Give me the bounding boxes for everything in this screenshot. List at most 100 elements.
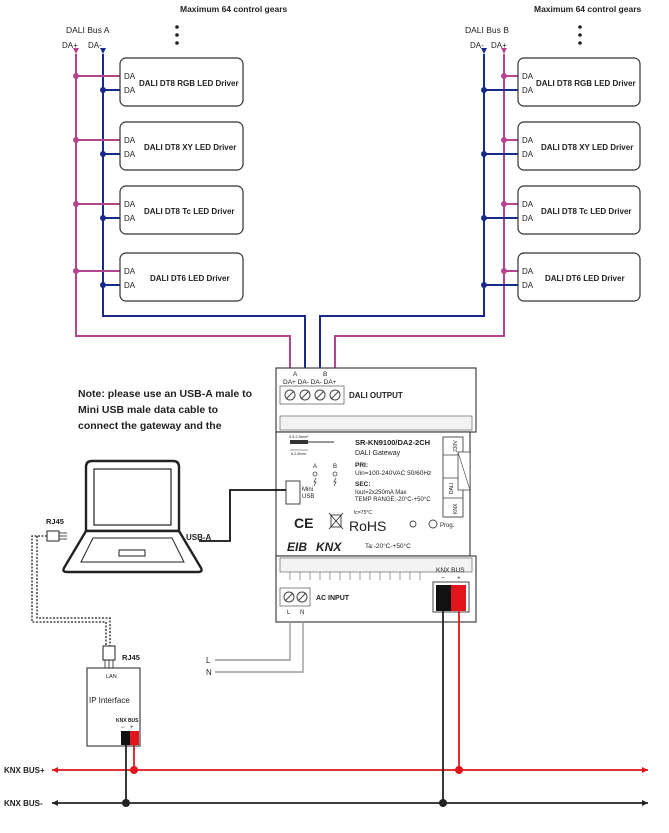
led-b-label: B [333, 464, 337, 470]
bus-b-driver-2: DA DA DALI DT8 XY LED Driver [481, 121, 641, 171]
prog-label: Prog. [440, 523, 455, 529]
note-line: Note: please use an USB-A male to [78, 388, 252, 400]
ce-mark: CE [294, 515, 313, 531]
knx-bus-minus-label: KNX BUS- [4, 799, 43, 808]
internal-circuit-icon [442, 436, 471, 518]
driver-terminal-label: DA [522, 214, 534, 223]
driver-terminal-label: DA [124, 214, 136, 223]
gateway-subtitle: DALI Gateway [355, 450, 401, 457]
gateway-uin: Uin=100-240VAC 50/60Hz [355, 470, 431, 477]
driver-terminal-label: DA [124, 86, 136, 95]
lan-label: LAN [106, 674, 117, 680]
bus-a-plus-wire [75, 54, 291, 370]
mains-n-label: N [206, 668, 212, 677]
ellipsis-icon [578, 25, 582, 45]
strip-length: 6.2-8mm [291, 452, 306, 456]
ip-knx-bus-label: KNX BUS [116, 718, 139, 724]
knx-bus-plus-label: KNX BUS+ [4, 766, 45, 775]
driver-terminal-label: DA [124, 72, 136, 81]
lightning-icon [313, 477, 317, 487]
junction-dot [122, 799, 130, 807]
junction-dot [130, 766, 138, 774]
strip-spec: 0.5-2.5mm² [289, 435, 309, 439]
bus-a-driver-2: DA DA DALI DT8 XY LED Driver [73, 121, 244, 171]
knx-logo: KNX [316, 540, 342, 554]
bus-b-plus-label: DA+ [491, 41, 507, 50]
knx-minus-label: − [441, 575, 445, 582]
strip-length-icon [290, 440, 334, 451]
knx-bus-lines [52, 611, 648, 807]
ip-minus-label: − [121, 725, 125, 731]
lightning-icon [333, 477, 337, 487]
led-a-label: A [313, 464, 317, 470]
driver-terminal-label: DA [522, 86, 534, 95]
gateway-pri: PRI: [355, 462, 368, 469]
bus-a: Maximum 64 control gears DALI Bus A DA+ … [62, 4, 306, 370]
gateway-sec: SEC: [355, 481, 371, 488]
ip-interface: LAN IP Interface KNX BUS − + [86, 667, 141, 747]
bus-a-minus-label: DA- [88, 41, 102, 50]
side-label-knx: KNX [453, 503, 459, 514]
led-a-icon [312, 471, 318, 477]
dali-terminal-labels: DA+ DA- DA- DA+ [283, 379, 337, 386]
dali-gateway: A B DA+ DA- DA- DA+ DALI OUTPUT SR-KN910… [275, 367, 477, 623]
driver-name: DALI DT8 XY LED Driver [144, 143, 236, 152]
led-b-icon [332, 471, 338, 477]
rj45-top-label: RJ45 [46, 517, 64, 526]
bus-a-max-label: Maximum 64 control gears [180, 4, 288, 14]
terminal-b-label: B [323, 371, 327, 378]
bus-b-plus-arrow-icon [501, 48, 507, 54]
bus-a-title: DALI Bus A [66, 25, 110, 35]
driver-terminal-label: DA [522, 72, 534, 81]
mini-usb-label: Mini [302, 487, 313, 493]
mains-wiring: L N [206, 621, 304, 677]
bus-b-driver-3: DA DA DALI DT8 Tc LED Driver [481, 185, 641, 235]
knx-bus-label: KNX BUS [436, 567, 465, 574]
gateway-model: SR-KN9100/DA2-2CH [355, 438, 430, 447]
driver-terminal-label: DA [522, 200, 534, 209]
bus-a-driver-1: DA DA DALI DT8 RGB LED Driver [73, 57, 244, 107]
side-label-230v: 230V [453, 440, 459, 452]
tc-label: tc=75°C [354, 510, 372, 516]
junction-dot [455, 766, 463, 774]
ip-plus-label: + [130, 725, 134, 731]
driver-name: DALI DT8 Tc LED Driver [144, 207, 235, 216]
driver-terminal-label: DA [522, 267, 534, 276]
side-label-dali: DALI [449, 483, 455, 494]
laptop-icon [62, 459, 203, 574]
driver-terminal-label: DA [124, 150, 136, 159]
prog-button[interactable] [428, 519, 438, 529]
mains-l-label: L [206, 656, 211, 665]
ip-interface-title: IP Interface [89, 696, 130, 705]
bus-a-minus-wire [102, 54, 306, 370]
bus-a-plus-arrow-icon [73, 48, 79, 54]
usb-a-label: USB-A [186, 533, 212, 542]
knx-plus-label: + [457, 575, 461, 582]
ethernet-cable [36, 536, 111, 646]
status-led-icon [409, 520, 417, 528]
mini-usb-port[interactable] [285, 480, 301, 505]
knx-connector-red [451, 585, 466, 611]
weee-bin-icon [328, 512, 344, 530]
rohs-mark: RoHS [349, 518, 386, 534]
bus-b-driver-1: DA DA DALI DT8 RGB LED Driver [481, 57, 641, 107]
driver-name: DALI DT6 LED Driver [545, 274, 625, 283]
driver-terminal-label: DA [124, 200, 136, 209]
driver-terminal-label: DA [124, 267, 136, 276]
terminal-a-label: A [293, 371, 298, 378]
driver-terminal-label: DA [522, 136, 534, 145]
bus-b-minus-arrow-icon [481, 48, 487, 54]
rj45-connector-icon [102, 645, 116, 668]
ip-connector-black [121, 731, 130, 745]
ethernet-cable [31, 535, 107, 646]
note: Note: please use an USB-A male to Mini U… [78, 388, 252, 432]
gateway-temp: TEMP RANGE:-20°C-+50°C [355, 497, 431, 503]
knx-connector-black [436, 585, 451, 611]
bus-a-driver-3: DA DA DALI DT8 Tc LED Driver [73, 185, 244, 235]
bus-b-driver-4: DA DA DALI DT6 LED Driver [481, 252, 641, 302]
driver-name: DALI DT8 XY LED Driver [541, 143, 633, 152]
bus-a-minus-arrow-icon [100, 48, 106, 54]
bus-b-plus-wire [334, 54, 505, 370]
eib-logo: EIB [287, 540, 307, 554]
